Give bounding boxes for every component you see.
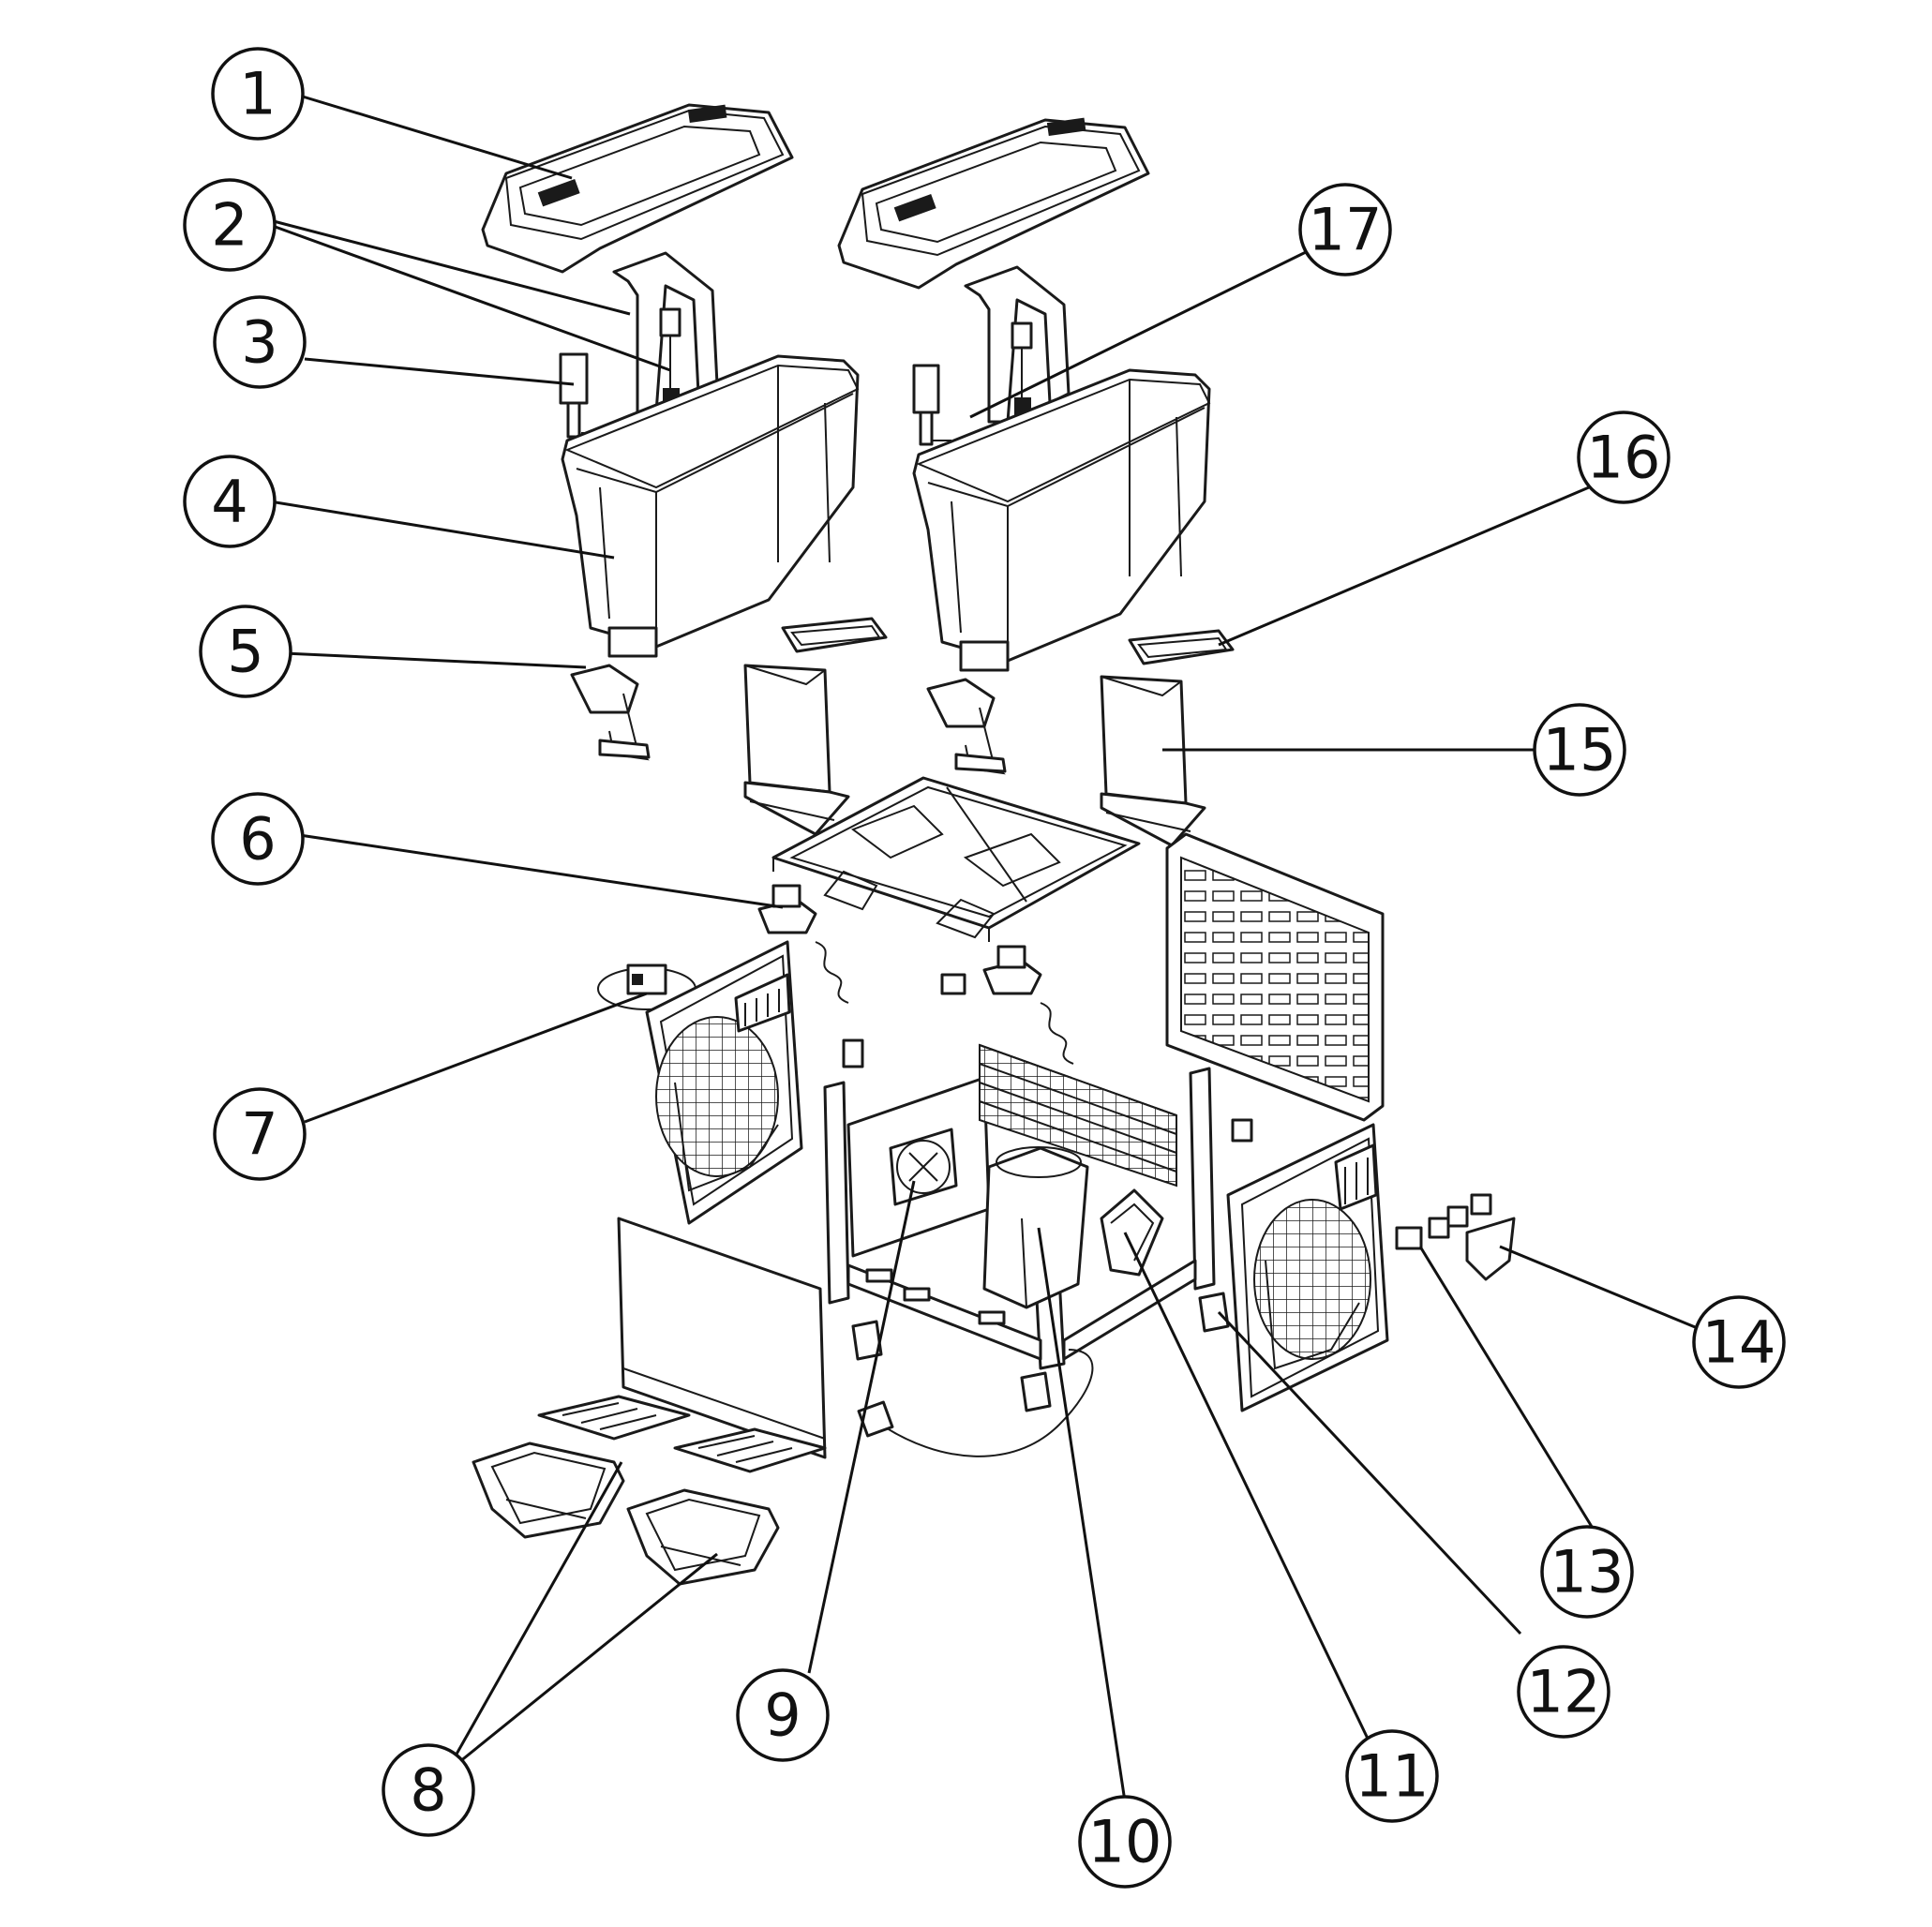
callout-5-label: 5	[227, 618, 263, 686]
callout-17-label: 17	[1309, 196, 1383, 264]
condenser-coil	[979, 1043, 1177, 1188]
callout-16: 16	[1577, 411, 1670, 504]
tap-left	[570, 664, 651, 761]
drip-tray-grilles	[537, 1395, 827, 1473]
motor-right	[940, 945, 1074, 1065]
callout-5: 5	[199, 605, 292, 698]
bowl-left	[561, 354, 860, 658]
control-board	[1100, 1188, 1164, 1277]
callout-9: 9	[736, 1668, 830, 1762]
callout-7: 7	[213, 1087, 307, 1181]
callout-11: 11	[1345, 1729, 1439, 1823]
lid-right	[837, 117, 1150, 290]
callout-7-label: 7	[241, 1100, 277, 1169]
side-panel-left	[645, 940, 803, 1225]
callout-17: 17	[1298, 183, 1392, 276]
bowl-right	[912, 368, 1211, 672]
callout-13: 13	[1540, 1525, 1634, 1619]
compressor	[982, 1146, 1089, 1309]
evaporator-left	[743, 664, 850, 836]
callout-6-label: 6	[239, 805, 276, 874]
callout-15-label: 15	[1543, 716, 1617, 784]
callout-11-label: 11	[1355, 1742, 1430, 1811]
callout-4: 4	[183, 455, 277, 548]
callout-1: 1	[211, 47, 305, 141]
callout-12-label: 12	[1527, 1658, 1601, 1726]
callout-2-label: 2	[211, 191, 247, 260]
drip-tray-left	[472, 1442, 625, 1539]
side-panel-right	[1226, 1118, 1389, 1412]
front-panel	[617, 1217, 827, 1459]
switch-cover	[1465, 1217, 1516, 1281]
callout-2: 2	[183, 178, 277, 272]
callout-6: 6	[211, 792, 305, 886]
auger-left	[559, 251, 719, 439]
lid-left	[481, 103, 794, 274]
callout-16-label: 16	[1587, 424, 1661, 492]
tap-right	[926, 678, 1007, 775]
seal-left	[781, 617, 888, 653]
rocker-switches	[1395, 1193, 1492, 1250]
callout-10: 10	[1078, 1795, 1172, 1889]
callout-12: 12	[1517, 1645, 1610, 1739]
callout-14: 14	[1692, 1295, 1786, 1389]
callout-10-label: 10	[1088, 1808, 1162, 1876]
callout-1-label: 1	[239, 60, 276, 128]
callout-8: 8	[382, 1743, 475, 1837]
auger-right	[912, 265, 1071, 446]
drip-tray-right	[626, 1488, 780, 1586]
top-plate	[771, 776, 1141, 942]
seal-right	[1128, 629, 1235, 665]
callout-9-label: 9	[764, 1681, 801, 1750]
callout-3: 3	[213, 295, 307, 389]
callout-8-label: 8	[410, 1756, 446, 1825]
callout-13-label: 13	[1550, 1538, 1625, 1606]
evaporator-right	[1100, 675, 1206, 847]
feet	[851, 1292, 1230, 1412]
callout-4-label: 4	[211, 468, 247, 536]
leader-lines	[269, 92, 1705, 1802]
callout-3-label: 3	[241, 308, 277, 377]
rear-grille	[1165, 832, 1385, 1122]
switch-part	[597, 964, 696, 1010]
motor-left	[757, 884, 849, 1004]
callout-14-label: 14	[1702, 1308, 1776, 1377]
callout-15: 15	[1533, 703, 1626, 797]
inner-panel	[846, 1076, 991, 1258]
